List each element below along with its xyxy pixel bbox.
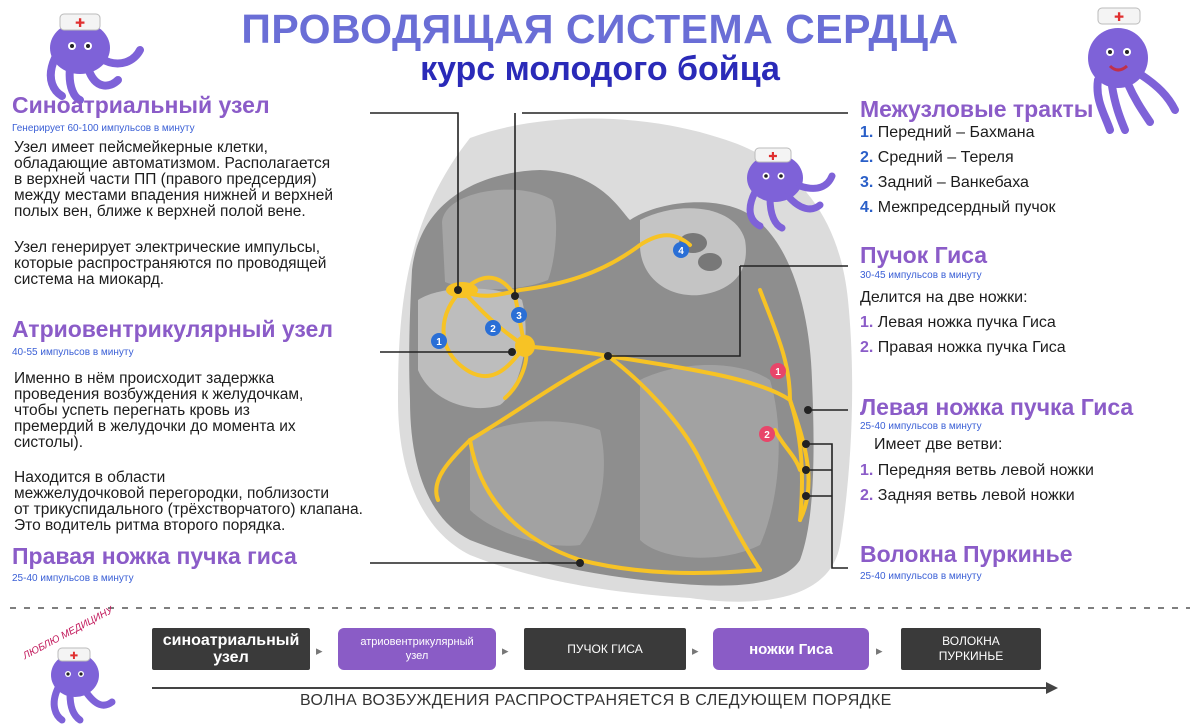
badge-blue-3: 3 (511, 307, 527, 323)
purkinje-heading: Волокна Пуркинье (860, 541, 1073, 567)
flow-arrow-icon: ▸ (502, 643, 509, 658)
his-bundle-rate: 30-45 импульсов в минуту (860, 270, 982, 281)
list-item: 1. Передний – Бахмана (860, 124, 1035, 141)
svg-text:✚: ✚ (768, 150, 777, 163)
list-item: 1. Левая ножка пучка Гиса (860, 314, 1056, 331)
flow-arrow-icon: ▸ (876, 643, 883, 658)
badge-red-1: 1 (770, 363, 786, 379)
flow-step-bundle-branches: ножки Гиса (713, 628, 869, 670)
badge-blue-1: 1 (431, 333, 447, 349)
left-bundle-heading: Левая ножка пучка Гиса (860, 394, 1134, 420)
flow-step-his-bundle: ПУЧОК ГИСА (524, 628, 686, 670)
left-ventricle-chamber (640, 365, 779, 558)
left-bundle-lead: Имеет две ветви: (874, 436, 1003, 453)
page-subtitle: курс молодого бойца (420, 50, 780, 88)
svg-text:✚: ✚ (70, 651, 78, 662)
list-item: 2. Средний – Тереля (860, 149, 1014, 166)
pulmonary-vein-2 (698, 253, 722, 271)
his-bundle-lead: Делится на две ножки: (860, 289, 1028, 306)
left-bundle-list: 1. Передняя ветвь левой ножки 2. Задняя … (860, 458, 1094, 508)
list-item: 4. Межпредсердный пучок (860, 199, 1056, 216)
flow-caption: ВОЛНА ВОЗБУЖДЕНИЯ РАСПРОСТРАНЯЕТСЯ В СЛЕ… (300, 692, 892, 709)
list-item: 3. Задний – Ванкебаха (860, 174, 1029, 191)
svg-text:✚: ✚ (75, 16, 85, 30)
svg-text:1: 1 (775, 367, 781, 378)
right-atrium-chamber (418, 288, 526, 409)
sa-node-heading: Синоатриальный узел (12, 92, 270, 118)
timeline-arrowhead (1046, 682, 1058, 694)
leader-lines (370, 112, 848, 569)
right-bundle-rate: 25-40 импульсов в минуту (12, 573, 134, 584)
svg-text:2: 2 (490, 324, 496, 335)
vena-cava-shape (442, 189, 557, 290)
svg-text:2: 2 (764, 430, 770, 441)
flow-arrow-icon: ▸ (692, 643, 699, 658)
av-node-location: Находится в области межжелудочковой пере… (14, 469, 363, 534)
av-node-heading: Атриовентрикулярный узел (12, 316, 333, 342)
internodal-list: 1. Передний – Бахмана 2. Средний – Терел… (860, 120, 1056, 220)
sa-node-rate: Генерирует 60-100 импульсов в минуту (12, 123, 195, 134)
badge-blue-2: 2 (485, 320, 501, 336)
right-bundle-heading: Правая ножка пучка гиса (12, 543, 297, 569)
internodal-heading: Межузловые тракты (860, 96, 1094, 122)
leader-dots (454, 286, 812, 567)
octopus-mascot-bottom-left: ✚ (50, 647, 116, 724)
octopus-mascot-top-left: ✚ (46, 13, 144, 104)
page-title: ПРОВОДЯЩАЯ СИСТЕМА СЕРДЦА (241, 6, 959, 52)
list-item: 2. Задняя ветвь левой ножки (860, 487, 1075, 504)
sa-node-description: Узел имеет пейсмейкерные клетки, обладаю… (14, 139, 334, 220)
av-node-description: Именно в нём происходит задержка проведе… (14, 370, 304, 451)
av-node-shape (515, 335, 535, 357)
svg-text:3: 3 (516, 311, 522, 322)
list-item: 1. Передняя ветвь левой ножки (860, 462, 1094, 479)
svg-text:1: 1 (436, 337, 442, 348)
list-item: 2. Правая ножка пучка Гиса (860, 339, 1066, 356)
octopus-mascot-top-right: ✚ (1088, 7, 1179, 134)
octopus-mascot-middle: ✚ (746, 147, 836, 232)
sa-node-function: Узел генерирует электрические импульсы, … (14, 239, 327, 288)
badge-red-2: 2 (759, 426, 775, 442)
badge-blue-4: 4 (673, 242, 689, 258)
svg-text:✚: ✚ (1114, 10, 1124, 24)
av-node-rate: 40-55 импульсов в минуту (12, 347, 134, 358)
left-bundle-rate: 25-40 импульсов в минуту (860, 421, 982, 432)
flow-arrow-icon: ▸ (316, 643, 323, 658)
svg-text:4: 4 (678, 246, 684, 257)
his-bundle-heading: Пучок Гиса (860, 242, 988, 268)
purkinje-rate: 25-40 импульсов в минуту (860, 571, 982, 582)
his-bundle-list: 1. Левая ножка пучка Гиса 2. Правая ножк… (860, 310, 1066, 360)
